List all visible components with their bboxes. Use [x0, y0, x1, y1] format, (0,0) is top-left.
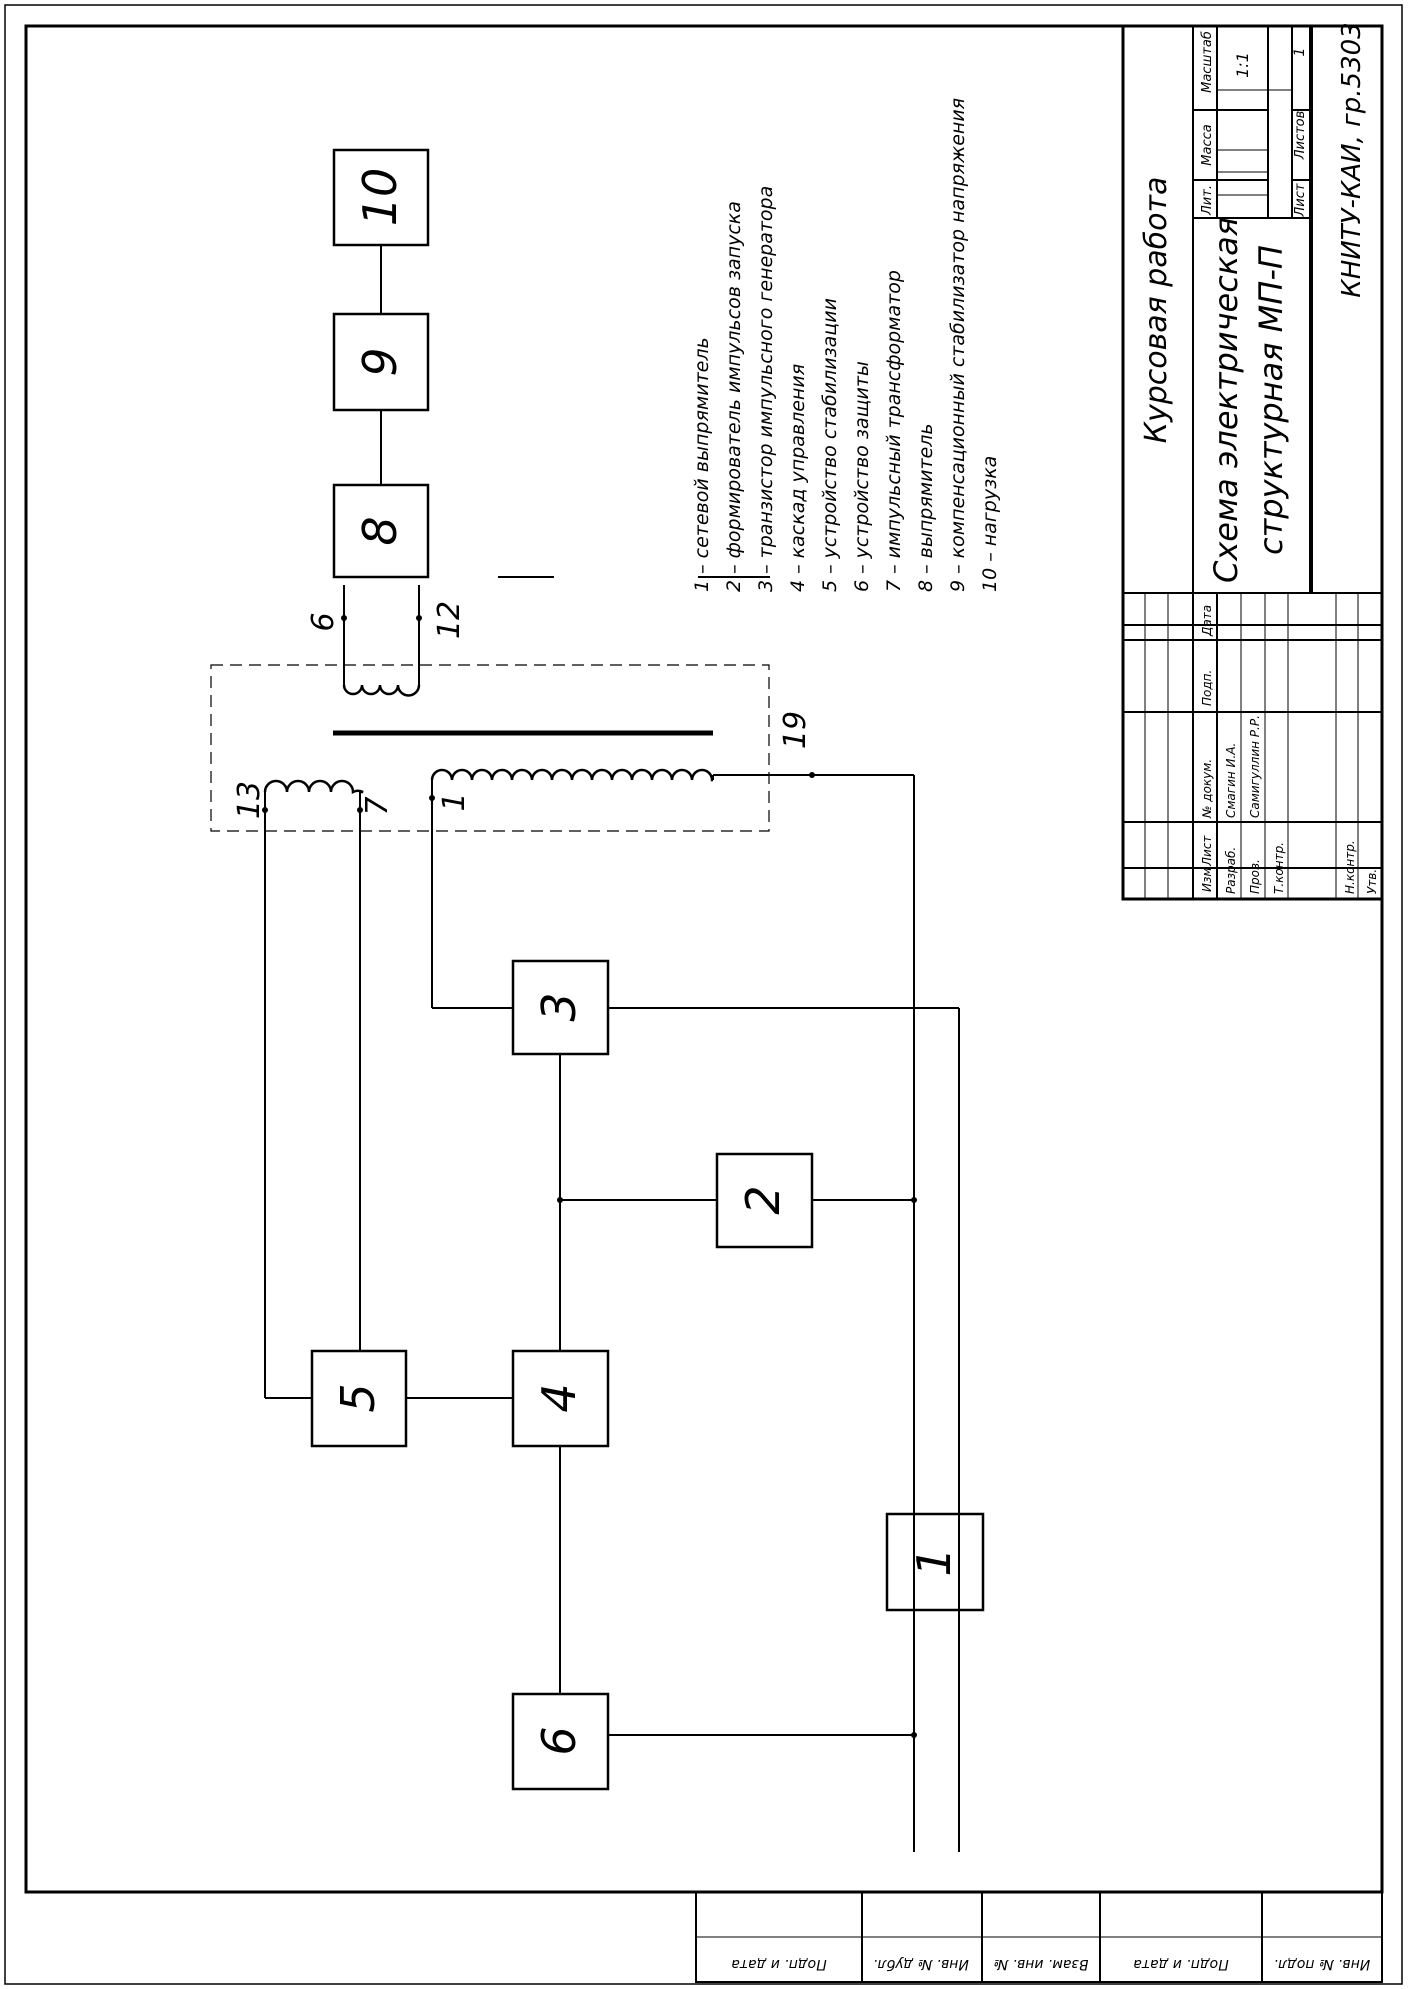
block-4	[511, 1349, 610, 1448]
organization: КНИТУ-КАИ, гр.5303	[1337, 22, 1367, 297]
pin-6: 6	[306, 612, 341, 631]
mass-label: Масса	[1200, 124, 1215, 165]
stamp-vzam-inv: Взам. инв. №	[993, 1956, 1088, 1972]
block-2	[715, 1152, 814, 1249]
col-doc: № докум.	[1200, 759, 1214, 819]
title-block	[1121, 24, 1384, 901]
label-block-8: 8	[353, 516, 407, 545]
sheets-label: Листов	[1293, 111, 1308, 161]
row-razrab: Разраб.	[1224, 847, 1238, 894]
legend-item-4: 4 – каскад управления	[787, 364, 809, 592]
label-block-1: 1	[907, 1547, 961, 1576]
title-block-rows: Изм Лист № докум. Подп. Дата Разраб. Сма…	[1200, 605, 1379, 894]
legend-item-3: 3 – транзистор импульсного генератора	[755, 186, 777, 592]
col-sign: Подп.	[1200, 670, 1214, 706]
legend-item-1: 1 – сетевой выпрямитель	[691, 337, 713, 592]
label-block-10: 10	[353, 168, 407, 227]
legend-item-7: 7 – импульсный трансформатор	[883, 270, 905, 592]
sheet-label: Лист	[1293, 183, 1308, 217]
label-block-9: 9	[353, 347, 407, 376]
row-nkontr: Н.контр.	[1343, 840, 1357, 894]
pin-19: 19	[778, 711, 813, 749]
prov-name: Самигуллин Р.Р.	[1248, 715, 1262, 818]
stamp-inv-podl: Инв. № подл.	[1274, 1956, 1371, 1972]
pin-1: 1	[437, 792, 472, 811]
legend-item-10: 10 – нагрузка	[979, 456, 1001, 592]
title-block-text: Курсовая работа Схема электрическая стру…	[1139, 22, 1367, 583]
label-block-5: 5	[331, 1383, 385, 1412]
pin-12: 12	[432, 601, 467, 639]
label-block-4: 4	[532, 1383, 586, 1412]
legend-item-6: 6 – устройство защиты	[851, 361, 873, 592]
block-8	[332, 483, 430, 579]
legend-item-5: 5 – устройство стабилизации	[819, 298, 841, 592]
block-5	[310, 1349, 408, 1448]
block-9	[332, 312, 430, 412]
row-utv: Утв.	[1365, 869, 1379, 894]
legend-item-9: 9 – компенсационный стабилизатор напряже…	[947, 98, 969, 592]
label-block-2: 2	[736, 1185, 790, 1214]
label-block-6: 6	[532, 1726, 586, 1755]
block-6	[511, 1692, 610, 1791]
wires	[264, 576, 960, 1852]
block-3	[511, 959, 610, 1056]
lit-label: Лит.	[1200, 185, 1215, 216]
legend-item-8: 8 – выпрямитель	[915, 423, 937, 592]
razrab-name: Смагин И.А.	[1224, 743, 1238, 818]
scale-value: 1:1	[1233, 52, 1252, 78]
scale-label: Масштаб	[1200, 31, 1215, 93]
side-stamp	[695, 1891, 1383, 1983]
outer-border	[4, 4, 1403, 1985]
legend: 1 – сетевой выпрямитель 2 – формировател…	[691, 98, 1001, 592]
row-prov: Пров.	[1248, 859, 1262, 894]
row-tkontr: Т.контр.	[1272, 842, 1286, 894]
legend-item-2: 2 – формирователь импульсов запуска	[723, 201, 745, 592]
block-10	[332, 148, 430, 247]
pin-7: 7	[360, 796, 395, 815]
stamp-podp-data-2: Подп. и дата	[1133, 1956, 1228, 1972]
pin-13: 13	[232, 781, 267, 819]
work-type: Курсовая работа	[1139, 177, 1174, 444]
col-list: Лист	[1200, 835, 1214, 867]
sheets-value: 1	[1292, 48, 1308, 57]
col-izm: Изм	[1200, 868, 1214, 892]
drawing-frame	[24, 24, 1384, 1894]
drawing-title-line1: Схема электрическая	[1207, 217, 1245, 583]
label-block-3: 3	[532, 992, 586, 1021]
drawing-title-line2: структурная МП-П	[1252, 245, 1290, 555]
transformer	[210, 664, 812, 832]
block-1	[885, 1512, 985, 1612]
stamp-podp-data-1: Подп. и дата	[731, 1956, 826, 1972]
col-date: Дата	[1200, 605, 1214, 637]
stamp-inv-dubl: Инв. № дубл.	[873, 1956, 969, 1972]
